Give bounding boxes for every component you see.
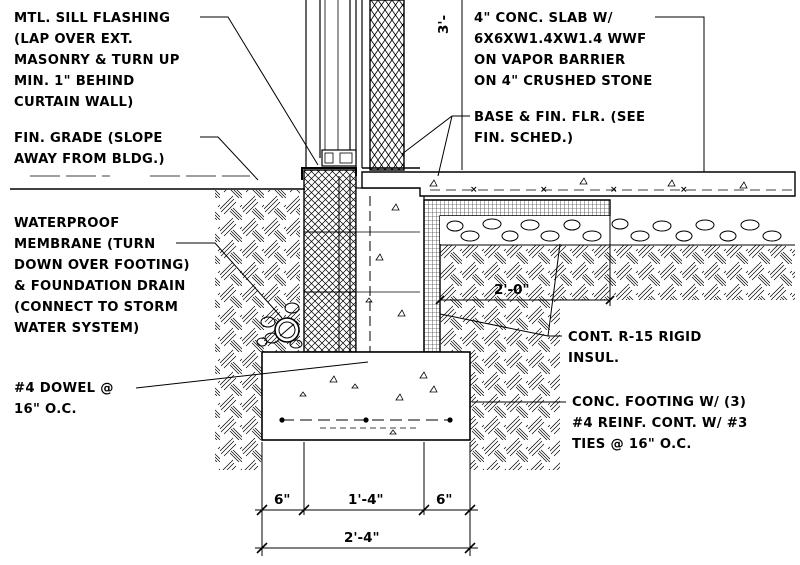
foundation-drain [256,302,303,349]
svg-text:MTL. SILL FLASHING: MTL. SILL FLASHING [14,11,170,26]
svg-text:CONT. R-15 RIGID: CONT. R-15 RIGID [568,330,702,345]
note-waterproof-membrane: WATERPROOF MEMBRANE (TURN DOWN OVER FOOT… [14,216,190,336]
svg-text:TIES @ 16" O.C.: TIES @ 16" O.C. [572,437,692,452]
dim-toe-left: 6" [274,492,290,508]
finish-grade-line [10,175,305,190]
svg-text:×: × [610,185,618,195]
svg-text:×: × [470,185,478,195]
svg-text:CURTAIN WALL): CURTAIN WALL) [14,95,134,110]
wall-insulation [362,0,420,171]
note-sill-flashing: MTL. SILL FLASHING (LAP OVER EXT. MASONR… [14,11,180,110]
svg-text:MIN. 1" BEHIND: MIN. 1" BEHIND [14,74,135,89]
svg-text:16" O.C.: 16" O.C. [14,402,77,417]
note-dowel: #4 DOWEL @ 16" O.C. [14,381,114,417]
curtain-wall [305,0,363,168]
svg-text:AWAY FROM BLDG.): AWAY FROM BLDG.) [14,152,165,167]
svg-text:4" CONC. SLAB W/: 4" CONC. SLAB W/ [474,11,613,26]
svg-text:×: × [540,185,548,195]
svg-text:FIN. GRADE (SLOPE: FIN. GRADE (SLOPE [14,131,163,146]
svg-text:WATERPROOF: WATERPROOF [14,216,120,231]
svg-text:×: × [680,185,688,195]
earth-hatch [215,190,795,470]
dim-wall-height: 3'- [436,15,452,34]
concrete-footing [261,351,471,441]
note-footing: CONC. FOOTING W/ (3) #4 REINF. CONT. W/ … [572,395,748,452]
svg-text:ON 4" CRUSHED STONE: ON 4" CRUSHED STONE [474,74,653,89]
note-rigid-insulation: CONT. R-15 RIGID INSUL. [568,330,702,366]
dimension-lines [255,0,615,556]
svg-text:INSUL.: INSUL. [568,351,619,366]
svg-text:& FOUNDATION DRAIN: & FOUNDATION DRAIN [14,279,186,294]
svg-text:MASONRY & TURN UP: MASONRY & TURN UP [14,53,180,68]
dim-insulation-length: 2'-0" [494,282,530,298]
leader-lines [135,16,705,403]
crushed-stone [440,216,795,246]
masonry-foundation-wall [303,169,357,353]
svg-text:BASE & FIN. FLR. (SEE: BASE & FIN. FLR. (SEE [474,110,645,125]
svg-text:CONC. FOOTING W/ (3): CONC. FOOTING W/ (3) [572,395,746,410]
svg-text:WATER SYSTEM): WATER SYSTEM) [14,321,139,336]
dim-footing-width: 2'-4" [344,530,380,546]
note-finish-grade: FIN. GRADE (SLOPE AWAY FROM BLDG.) [14,131,165,167]
svg-text:6X6XW1.4XW1.4 WWF: 6X6XW1.4XW1.4 WWF [474,32,646,47]
svg-text:#4 DOWEL @: #4 DOWEL @ [14,381,114,396]
svg-text:DOWN OVER FOOTING): DOWN OVER FOOTING) [14,258,190,273]
svg-text:ON VAPOR BARRIER: ON VAPOR BARRIER [474,53,625,68]
concrete-slab: × × × × [361,171,796,197]
note-base-floor: BASE & FIN. FLR. (SEE FIN. SCHED.) [474,110,645,146]
svg-text:(CONNECT TO STORM: (CONNECT TO STORM [14,300,178,315]
svg-text:(LAP OVER EXT.: (LAP OVER EXT. [14,32,133,47]
note-concrete-slab: 4" CONC. SLAB W/ 6X6XW1.4XW1.4 WWF ON VA… [474,11,653,89]
svg-text:MEMBRANE (TURN: MEMBRANE (TURN [14,237,155,252]
dim-toe-right: 6" [436,492,452,508]
svg-text:#4 REINF. CONT. W/ #3: #4 REINF. CONT. W/ #3 [572,416,748,431]
dim-wall-width: 1'-4" [348,492,384,508]
svg-text:FIN. SCHED.): FIN. SCHED.) [474,131,573,146]
